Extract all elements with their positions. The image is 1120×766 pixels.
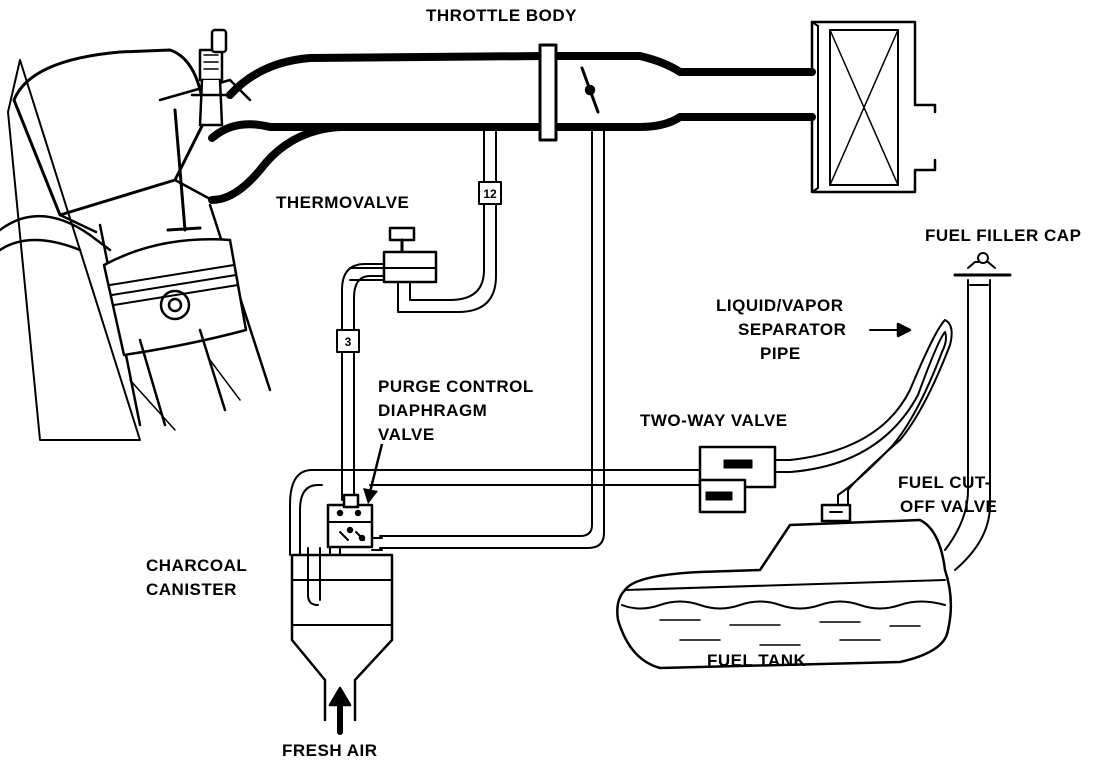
label-canister-line1: CHARCOAL [146,556,248,575]
label-separator-line1: LIQUID/VAPOR [716,296,844,315]
thermovalve [349,226,438,284]
fuel-tank [616,518,953,670]
charcoal-canister [290,547,394,722]
label-fuel-filler-cap: FUEL FILLER CAP [925,226,1082,245]
label-thermovalve: THERMOVALVE [276,193,410,212]
fresh-air-arrow-icon [328,686,352,735]
purge-valve-pointer-icon [363,443,384,504]
label-purge-line1: PURGE CONTROL [378,377,534,396]
label-throttle-body: THROTTLE BODY [426,6,577,25]
purge-control-diaphragm-valve [326,493,383,551]
hose-to-thermovalve [397,130,502,313]
hose-tag-12: 12 [483,187,497,201]
hose-purge-line [379,130,605,549]
hose-tag-3: 3 [345,335,352,349]
piston [102,238,248,357]
hose-thermovalve-to-canister [336,263,385,501]
liquid-vapor-separator-pipe [789,319,953,506]
air-cleaner [810,20,937,194]
fuel-injector [190,28,234,127]
label-fuel-tank: FUEL TANK [707,651,807,670]
label-purge-line2: DIAPHRAGM [378,401,488,420]
label-fuel-cutoff-line1: FUEL CUT- [898,473,991,492]
label-fuel-cutoff-line2: OFF VALVE [900,497,998,516]
filler-neck [944,279,991,571]
label-separator-line2: SEPARATOR [738,320,847,339]
fuel-cut-off-valve [820,503,852,523]
engine-cylinder [0,48,272,441]
label-purge-line3: VALVE [378,425,435,444]
hose-canister-to-two-way-valve [289,469,701,556]
intake-manifold [208,43,816,204]
fuel-filler-cap [953,252,1012,277]
label-two-way-valve: TWO-WAY VALVE [640,411,788,430]
label-fresh-air: FRESH AIR [282,741,378,760]
two-way-valve [698,445,791,514]
label-separator-line3: PIPE [760,344,801,363]
label-canister-line2: CANISTER [146,580,237,599]
